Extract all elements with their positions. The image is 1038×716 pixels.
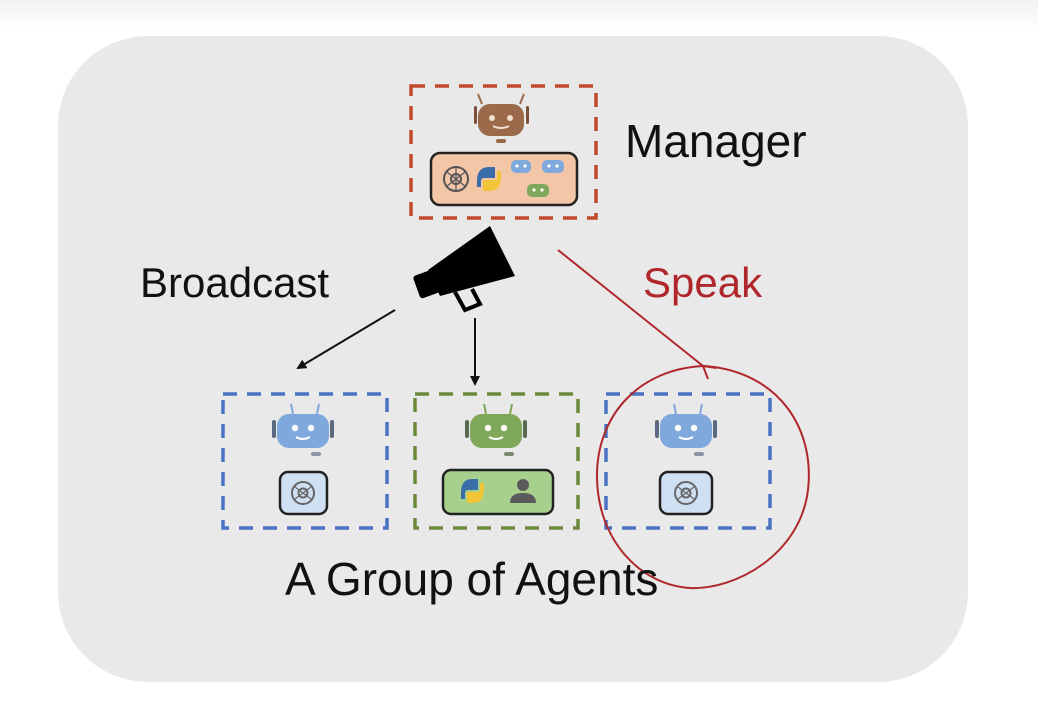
mini-robot-icon: [527, 184, 549, 197]
robot-icon: [655, 403, 717, 456]
manager-label: Manager: [625, 115, 807, 167]
megaphone-icon: [413, 226, 515, 313]
manager-box: [409, 84, 598, 220]
broadcast-label: Broadcast: [140, 259, 330, 306]
mini-robot-icon: [511, 160, 531, 173]
python-logo-icon: [461, 479, 484, 503]
agent-box-3: [604, 392, 772, 530]
manager-robot-icon: [474, 93, 529, 143]
openai-logo-icon: [291, 481, 315, 505]
diagram-panel: [58, 36, 968, 682]
speak-arrow: [557, 249, 717, 380]
agent-box-1: [221, 392, 389, 530]
agent-tools-panel-2: [441, 468, 555, 516]
group-of-agents-label: A Group of Agents: [285, 553, 659, 605]
mini-robot-icon: [542, 160, 564, 173]
agent-box-2: [413, 392, 580, 530]
robot-icon: [465, 403, 527, 456]
python-logo-icon: [477, 167, 501, 191]
speak-label: Speak: [643, 259, 763, 306]
speaker-highlight-circle: [595, 365, 810, 590]
broadcast-arrow-left: [296, 309, 396, 370]
robot-icon: [272, 403, 334, 456]
openai-logo-icon: [674, 481, 698, 505]
person-icon: [510, 479, 536, 503]
openai-logo-icon: [443, 166, 469, 192]
